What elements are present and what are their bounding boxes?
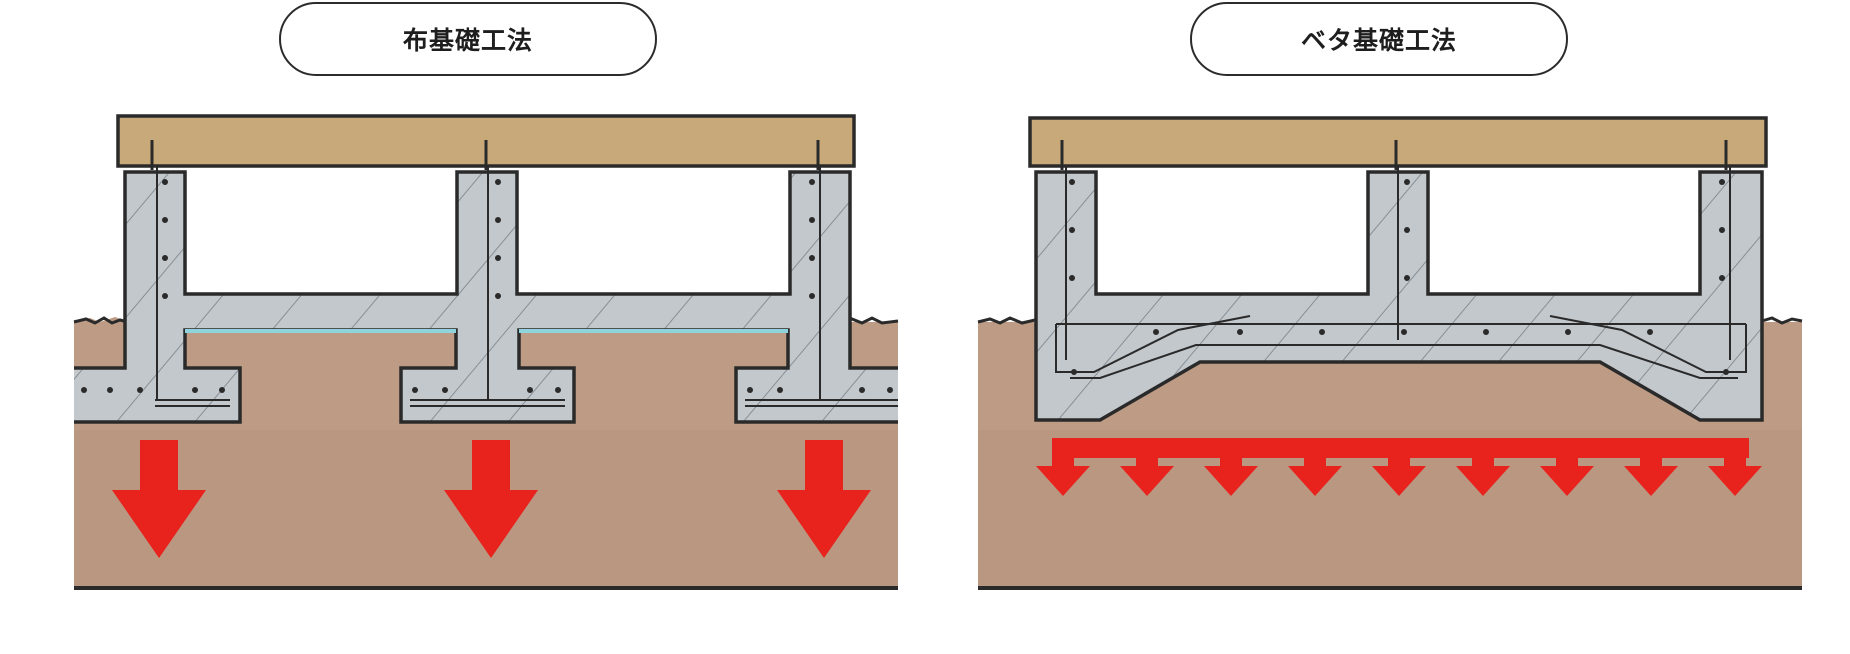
rebar: [1055, 140, 1747, 379]
distributed-load-arrows: [1036, 458, 1762, 496]
mat-foundation-panel: [977, 116, 1803, 590]
strip-foundation-panel: [73, 114, 899, 590]
nuno-foundation-title: 布基礎工法: [279, 2, 657, 76]
ground-line: [977, 316, 1803, 325]
load-arrow: [112, 440, 206, 558]
load-arrow: [444, 440, 538, 558]
load-arrow: [777, 440, 871, 558]
rebar-dots: [81, 179, 893, 393]
strip-concrete-hatch: [74, 172, 898, 422]
anchor-bolts: [1060, 140, 1728, 170]
anchor-bolts: [150, 140, 820, 170]
rebar: [155, 140, 898, 407]
mat-concrete-outline: [1034, 170, 1764, 422]
wooden-sill: [1028, 116, 1768, 168]
distributed-load-bar: [1052, 438, 1749, 458]
beta-foundation-title: ベタ基礎工法: [1190, 2, 1568, 76]
rebar-dots: [1069, 179, 1729, 375]
